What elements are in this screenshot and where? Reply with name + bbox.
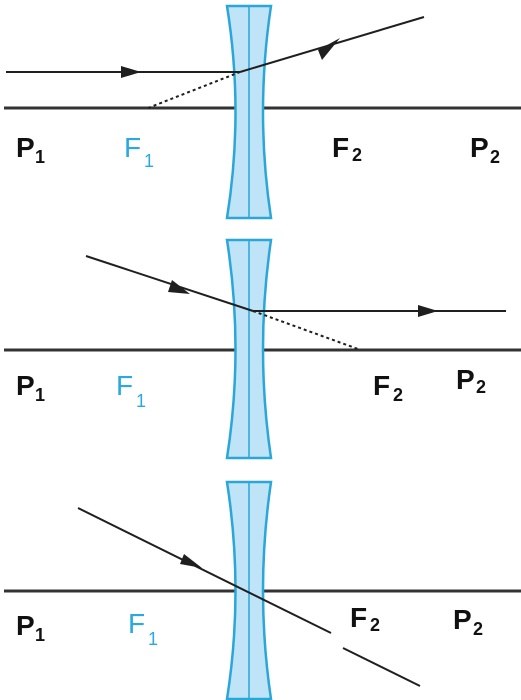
label-f1: F [124,132,142,163]
label-p1: P [16,370,35,401]
label-p2-sub: 2 [476,377,487,397]
label-f2-sub: 2 [393,385,404,405]
panel-1 [4,4,521,220]
label-p2: P [470,132,489,163]
incident-ray [6,66,240,78]
label-f1: F [128,608,146,639]
label-f2: F [332,132,350,163]
label-f2-sub: 2 [370,615,381,635]
label-f1-sub: 1 [148,629,159,649]
label-p2: P [456,364,475,395]
label-f2: F [373,370,391,401]
label-p1: P [16,610,35,641]
label-p2-sub: 2 [490,147,501,167]
refracted-ray [239,16,425,73]
label-f1-sub: 1 [144,151,155,171]
refracted-ray [253,305,506,317]
virtual-extension [252,310,359,350]
label-f1-sub: 1 [136,391,147,411]
label-f1: F [116,370,134,401]
panel-2 [4,238,521,460]
incident-ray [85,255,254,312]
central-ray [77,507,421,687]
label-p2: P [453,604,472,635]
virtual-extension [147,71,241,109]
diverging-lens [225,480,273,700]
label-p1-sub: 1 [35,625,46,645]
label-p1: P [16,132,35,163]
panel-3 [4,480,521,700]
label-p2-sub: 2 [473,619,484,639]
diverging-lens [225,238,273,460]
label-f2: F [350,602,368,633]
label-p1-sub: 1 [35,147,46,167]
label-f2-sub: 2 [352,145,363,165]
label-p1-sub: 1 [35,385,46,405]
diverging-lens [225,4,273,220]
